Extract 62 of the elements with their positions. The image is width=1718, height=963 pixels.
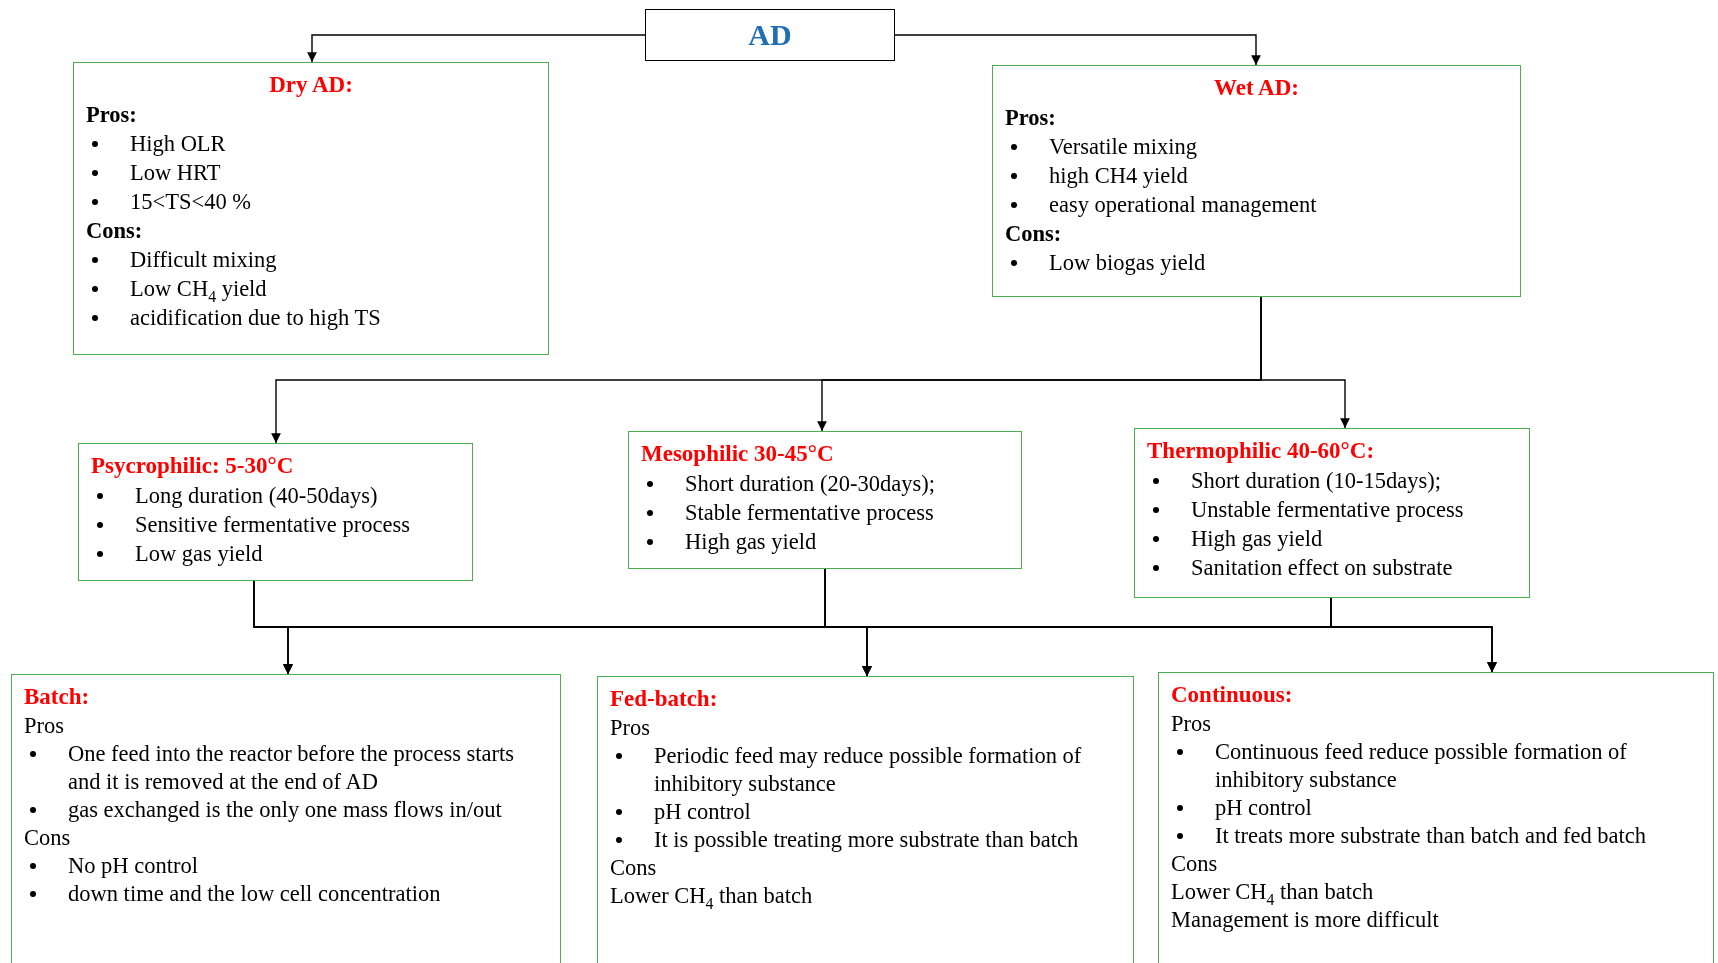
bullet-item: Low HRT	[130, 159, 222, 187]
info-box	[11, 674, 561, 963]
bullet-item: Sensitive fermentative process	[135, 511, 411, 539]
arrow	[1260, 296, 1350, 429]
bullet-item: Long duration (40-50days)	[135, 482, 379, 510]
text-line: Lower CH$_{4}$ than batch	[610, 882, 814, 910]
section-label: Pros:	[86, 101, 138, 129]
bullet-item: No pH control	[68, 852, 199, 880]
info-box	[597, 676, 1134, 963]
heading-text: Mesophilic 30-45°C	[641, 440, 835, 468]
bullet-item: 15<TS<40 %	[130, 188, 252, 216]
bullet-item: Low gas yield	[135, 540, 264, 568]
arrow	[1330, 597, 1497, 673]
bullet-item: Sanitation effect on substrate	[1191, 554, 1454, 582]
bullet-item: Unstable fermentative process	[1191, 496, 1465, 524]
info-box	[73, 62, 549, 355]
title-text: AD	[747, 18, 793, 52]
text-line: Management is more difficult	[1171, 906, 1440, 934]
bullet-item: High OLR	[130, 130, 227, 158]
section-label: Pros:	[1005, 104, 1057, 132]
bullet-item: acidification due to high TS	[130, 304, 382, 332]
heading-text: Thermophilic 40-60°C:	[1147, 437, 1376, 465]
bullet-item: pH control	[1215, 794, 1313, 822]
heading-text: Wet AD:	[1213, 74, 1300, 102]
info-box	[1158, 672, 1714, 963]
bullet-item: down time and the low cell concentration	[68, 880, 442, 908]
bullet-item: easy operational management	[1049, 191, 1318, 219]
section-label: Cons	[24, 824, 72, 852]
info-box	[78, 443, 473, 581]
section-label: Pros	[24, 712, 65, 740]
bullet-item: High gas yield	[1191, 525, 1324, 553]
bullet-item: It treats more substrate than batch and fed batch	[1215, 822, 1648, 850]
heading-text: Continuous:	[1171, 681, 1294, 709]
bullet-item: Difficult mixing	[130, 246, 278, 274]
bullet-item: pH control	[654, 798, 752, 826]
bullet-item: Stable fermentative process	[685, 499, 935, 527]
section-label: Cons	[1171, 850, 1219, 878]
info-box	[992, 65, 1521, 297]
bullet-item: gas exchanged is the only one mass flows in/out	[68, 796, 503, 824]
info-box	[1134, 428, 1530, 598]
text-line: Lower CH$_{4}$ than batch	[1171, 878, 1375, 906]
bullet-item: high CH4 yield	[1049, 162, 1189, 190]
title-box	[645, 9, 895, 61]
bullet-item: Versatile mixing	[1049, 133, 1199, 161]
section-label: Cons:	[1005, 220, 1063, 248]
bullet-item: High gas yield	[685, 528, 818, 556]
info-box	[628, 431, 1022, 569]
section-label: Pros	[1171, 710, 1212, 738]
heading-text: Fed-batch:	[610, 685, 719, 713]
section-label: Cons:	[86, 217, 144, 245]
heading-text: Batch:	[24, 683, 91, 711]
bullet-item: Short duration (20-30days);	[685, 470, 936, 498]
bullet-item: It is possible treating more substrate than batch	[654, 826, 1080, 854]
arrow	[894, 34, 1261, 66]
bullet-item: Low CH$_{4}$ yield	[130, 275, 268, 303]
arrow	[307, 34, 646, 63]
bullet-item: Low biogas yield	[1049, 249, 1207, 277]
heading-text: Dry AD:	[268, 71, 354, 99]
section-label: Pros	[610, 714, 651, 742]
heading-text: Psycrophilic: 5-30°C	[91, 452, 295, 480]
section-label: Cons	[610, 854, 658, 882]
bullet-item: Short duration (10-15days);	[1191, 467, 1442, 495]
